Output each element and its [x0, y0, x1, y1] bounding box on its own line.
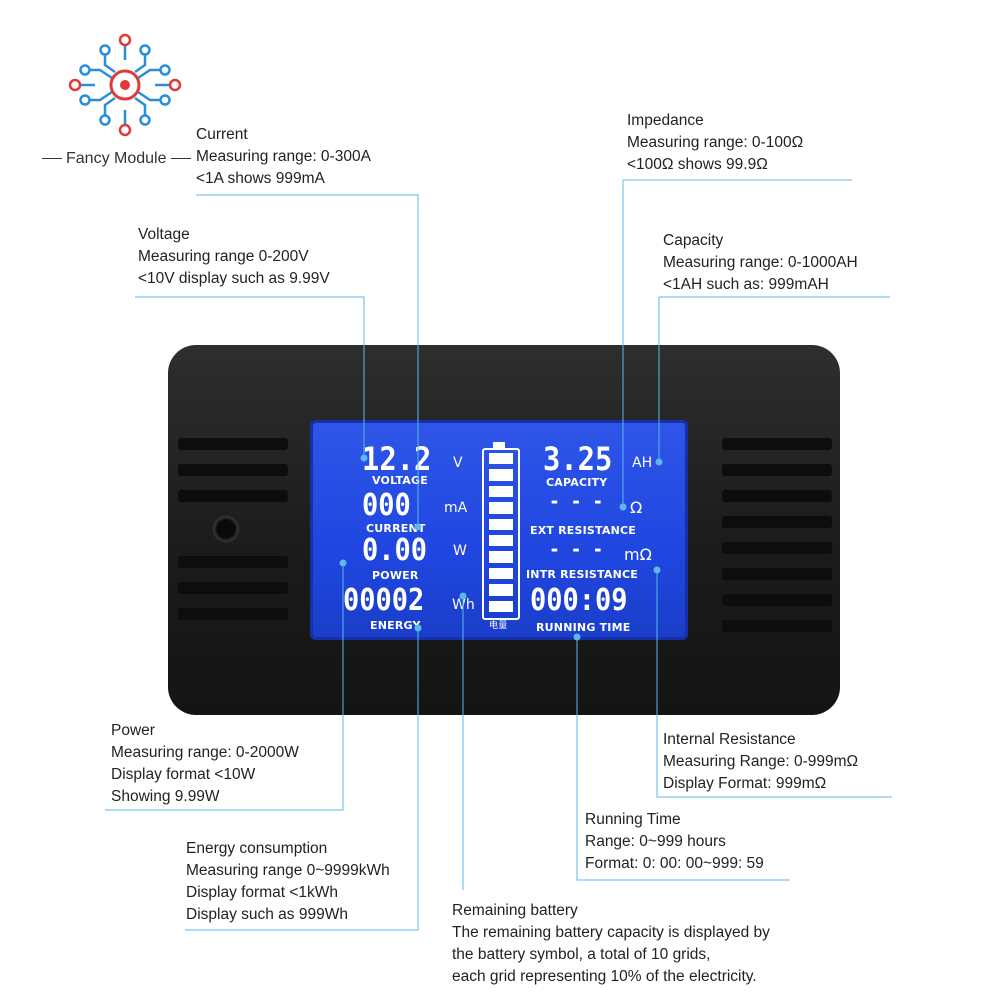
- impedance-range: Measuring range: 0-100Ω: [627, 134, 804, 151]
- internal-resistance-format: Display Format: 999mΩ: [663, 775, 827, 792]
- current-range: Measuring range: 0-300A: [196, 148, 371, 165]
- energy-note: Display such as 999Wh: [186, 906, 348, 923]
- current-readout: 000: [362, 488, 411, 523]
- power-format: Display format <10W: [111, 766, 256, 783]
- fancy-module-logo: [68, 33, 182, 137]
- ext-resistance-unit: Ω: [630, 498, 643, 517]
- capacity-range: Measuring range: 0-1000AH: [663, 254, 858, 271]
- current-note: <1A shows 999mA: [196, 170, 325, 187]
- voltage-annotation: Voltage Measuring range 0-200V <10V disp…: [138, 224, 330, 290]
- energy-title: Energy consumption: [186, 840, 328, 857]
- running-time-title: Running Time: [585, 811, 681, 828]
- internal-resistance-range: Measuring Range: 0-999mΩ: [663, 753, 859, 770]
- voltage-range: Measuring range 0-200V: [138, 248, 309, 265]
- battery-terminal: [493, 442, 505, 448]
- voltage-title: Voltage: [138, 226, 190, 243]
- power-range: Measuring range: 0-2000W: [111, 744, 299, 761]
- voltage-label: VOLTAGE: [372, 474, 428, 487]
- current-label: CURRENT: [366, 522, 426, 535]
- capacity-unit: AH: [632, 455, 653, 471]
- energy-format: Display format <1kWh: [186, 884, 339, 901]
- battery-grid-cell: [489, 551, 513, 563]
- running-time-annotation: Running Time Range: 0~999 hours Format: …: [585, 809, 764, 875]
- power-title: Power: [111, 722, 155, 739]
- battery-grid-cell: [489, 453, 513, 465]
- intr-resistance-readout: - - -: [549, 537, 604, 561]
- impedance-note: <100Ω shows 99.9Ω: [627, 156, 768, 173]
- battery-gauge: [482, 448, 520, 620]
- power-note: Showing 9.99W: [111, 788, 220, 805]
- brand-name: Fancy Module: [42, 150, 191, 168]
- energy-label: ENERGY: [370, 619, 421, 632]
- sensor-port: [212, 515, 240, 543]
- battery-line-1: The remaining battery capacity is displa…: [452, 924, 770, 941]
- battery-grid-cell: [489, 502, 513, 514]
- current-annotation: Current Measuring range: 0-300A <1A show…: [196, 124, 371, 190]
- internal-resistance-annotation: Internal Resistance Measuring Range: 0-9…: [663, 729, 858, 795]
- ext-resistance-label: EXT RESISTANCE: [530, 524, 637, 537]
- power-unit: W: [453, 543, 467, 559]
- battery-grid-cell: [489, 567, 513, 580]
- voltage-note: <10V display such as 9.99V: [138, 270, 330, 287]
- current-title: Current: [196, 126, 248, 143]
- battery-grid-cell: [489, 600, 513, 612]
- battery-line-2: the battery symbol, a total of 10 grids,: [452, 946, 711, 963]
- battery-grid-cell: [489, 485, 513, 498]
- battery-annotation: Remaining battery The remaining battery …: [452, 900, 770, 988]
- ext-resistance-readout: - - -: [549, 489, 604, 513]
- battery-grid-cell: [489, 518, 513, 530]
- internal-resistance-title: Internal Resistance: [663, 731, 796, 748]
- energy-annotation: Energy consumption Measuring range 0~999…: [186, 838, 390, 926]
- current-unit: mA: [444, 500, 468, 516]
- running-time-readout: 000:09: [530, 583, 628, 618]
- power-annotation: Power Measuring range: 0-2000W Display f…: [111, 720, 299, 808]
- capacity-readout: 3.25: [543, 440, 613, 478]
- impedance-annotation: Impedance Measuring range: 0-100Ω <100Ω …: [627, 110, 803, 176]
- battery-title: Remaining battery: [452, 902, 578, 919]
- battery-caption: 电量: [489, 621, 508, 631]
- intr-resistance-unit: mΩ: [624, 545, 652, 564]
- voltage-unit: V: [453, 455, 463, 471]
- intr-resistance-label: INTR RESISTANCE: [526, 568, 638, 581]
- running-time-format: Format: 0: 00: 00~999: 59: [585, 855, 764, 872]
- battery-grid-cell: [489, 469, 513, 481]
- capacity-title: Capacity: [663, 232, 724, 249]
- capacity-note: <1AH such as: 999mAH: [663, 276, 829, 293]
- battery-grid-cell: [489, 535, 513, 547]
- energy-range: Measuring range 0~9999kWh: [186, 862, 390, 879]
- battery-grid-cell: [489, 584, 513, 596]
- running-time-label: RUNNING TIME: [536, 621, 631, 634]
- impedance-title: Impedance: [627, 112, 704, 129]
- power-label: POWER: [372, 569, 419, 582]
- battery-line-3: each grid representing 10% of the electr…: [452, 968, 757, 985]
- voltage-readout: 12.2: [362, 440, 432, 478]
- running-time-range: Range: 0~999 hours: [585, 833, 726, 850]
- energy-readout: 00002: [343, 583, 425, 618]
- capacity-annotation: Capacity Measuring range: 0-1000AH <1AH …: [663, 230, 858, 296]
- power-readout: 0.00: [362, 533, 428, 568]
- capacity-label: CAPACITY: [546, 476, 608, 489]
